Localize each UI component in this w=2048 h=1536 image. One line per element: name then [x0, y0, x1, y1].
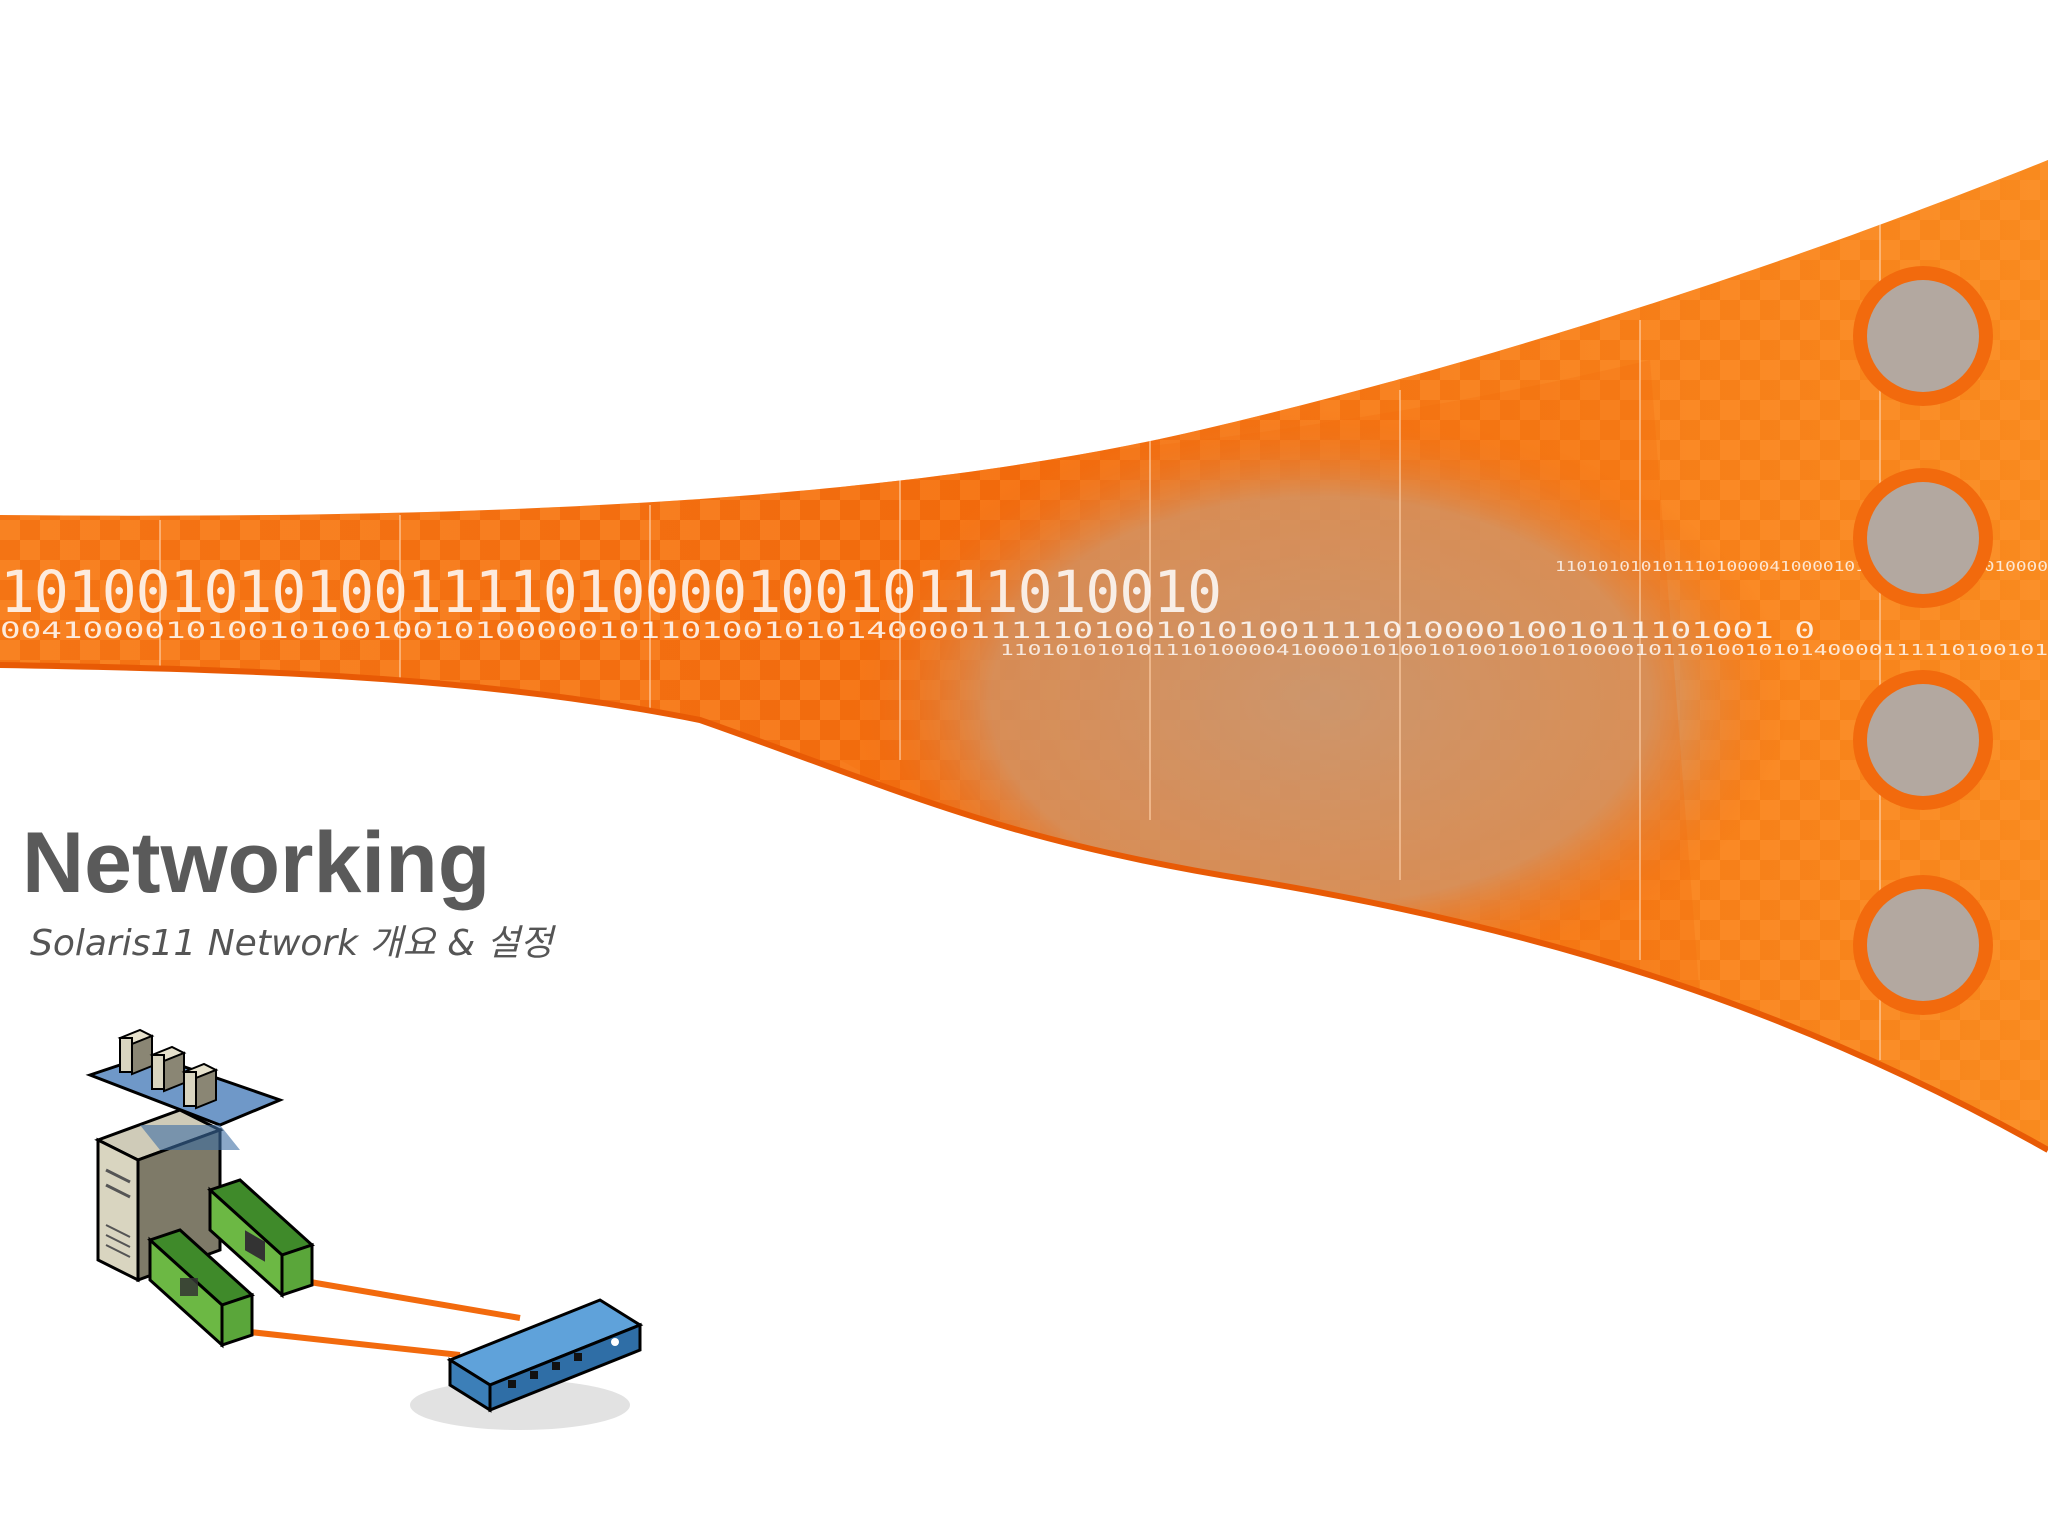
- grey-circle-4: [1853, 875, 1993, 1015]
- grey-circle-1: [1853, 266, 1993, 406]
- grey-circle-2: [1853, 468, 1993, 608]
- binary-text-row-2: 0041000010100101001001010000010110100101…: [0, 619, 1815, 644]
- slide-title: Networking: [22, 815, 491, 911]
- binary-text-row-3: 1101010101011101000041000010100101001001…: [1000, 641, 2048, 659]
- network-card-icon: [207, 1178, 315, 1299]
- title-block: Networking Solaris11 Network 개요 & 설정: [22, 820, 553, 966]
- slide-subtitle: Solaris11 Network 개요 & 설정: [30, 923, 553, 964]
- switch-icon: [410, 1298, 644, 1430]
- virtual-servers-icon: [85, 1028, 285, 1150]
- cable-2: [249, 1329, 461, 1358]
- network-card-icon-2: [147, 1228, 255, 1349]
- binary-text-row-1: 101001010100111101000010010111010010: [0, 558, 1221, 626]
- grey-circle-3: [1853, 670, 1993, 810]
- network-illustration: [85, 1028, 644, 1430]
- cable-1: [309, 1279, 521, 1321]
